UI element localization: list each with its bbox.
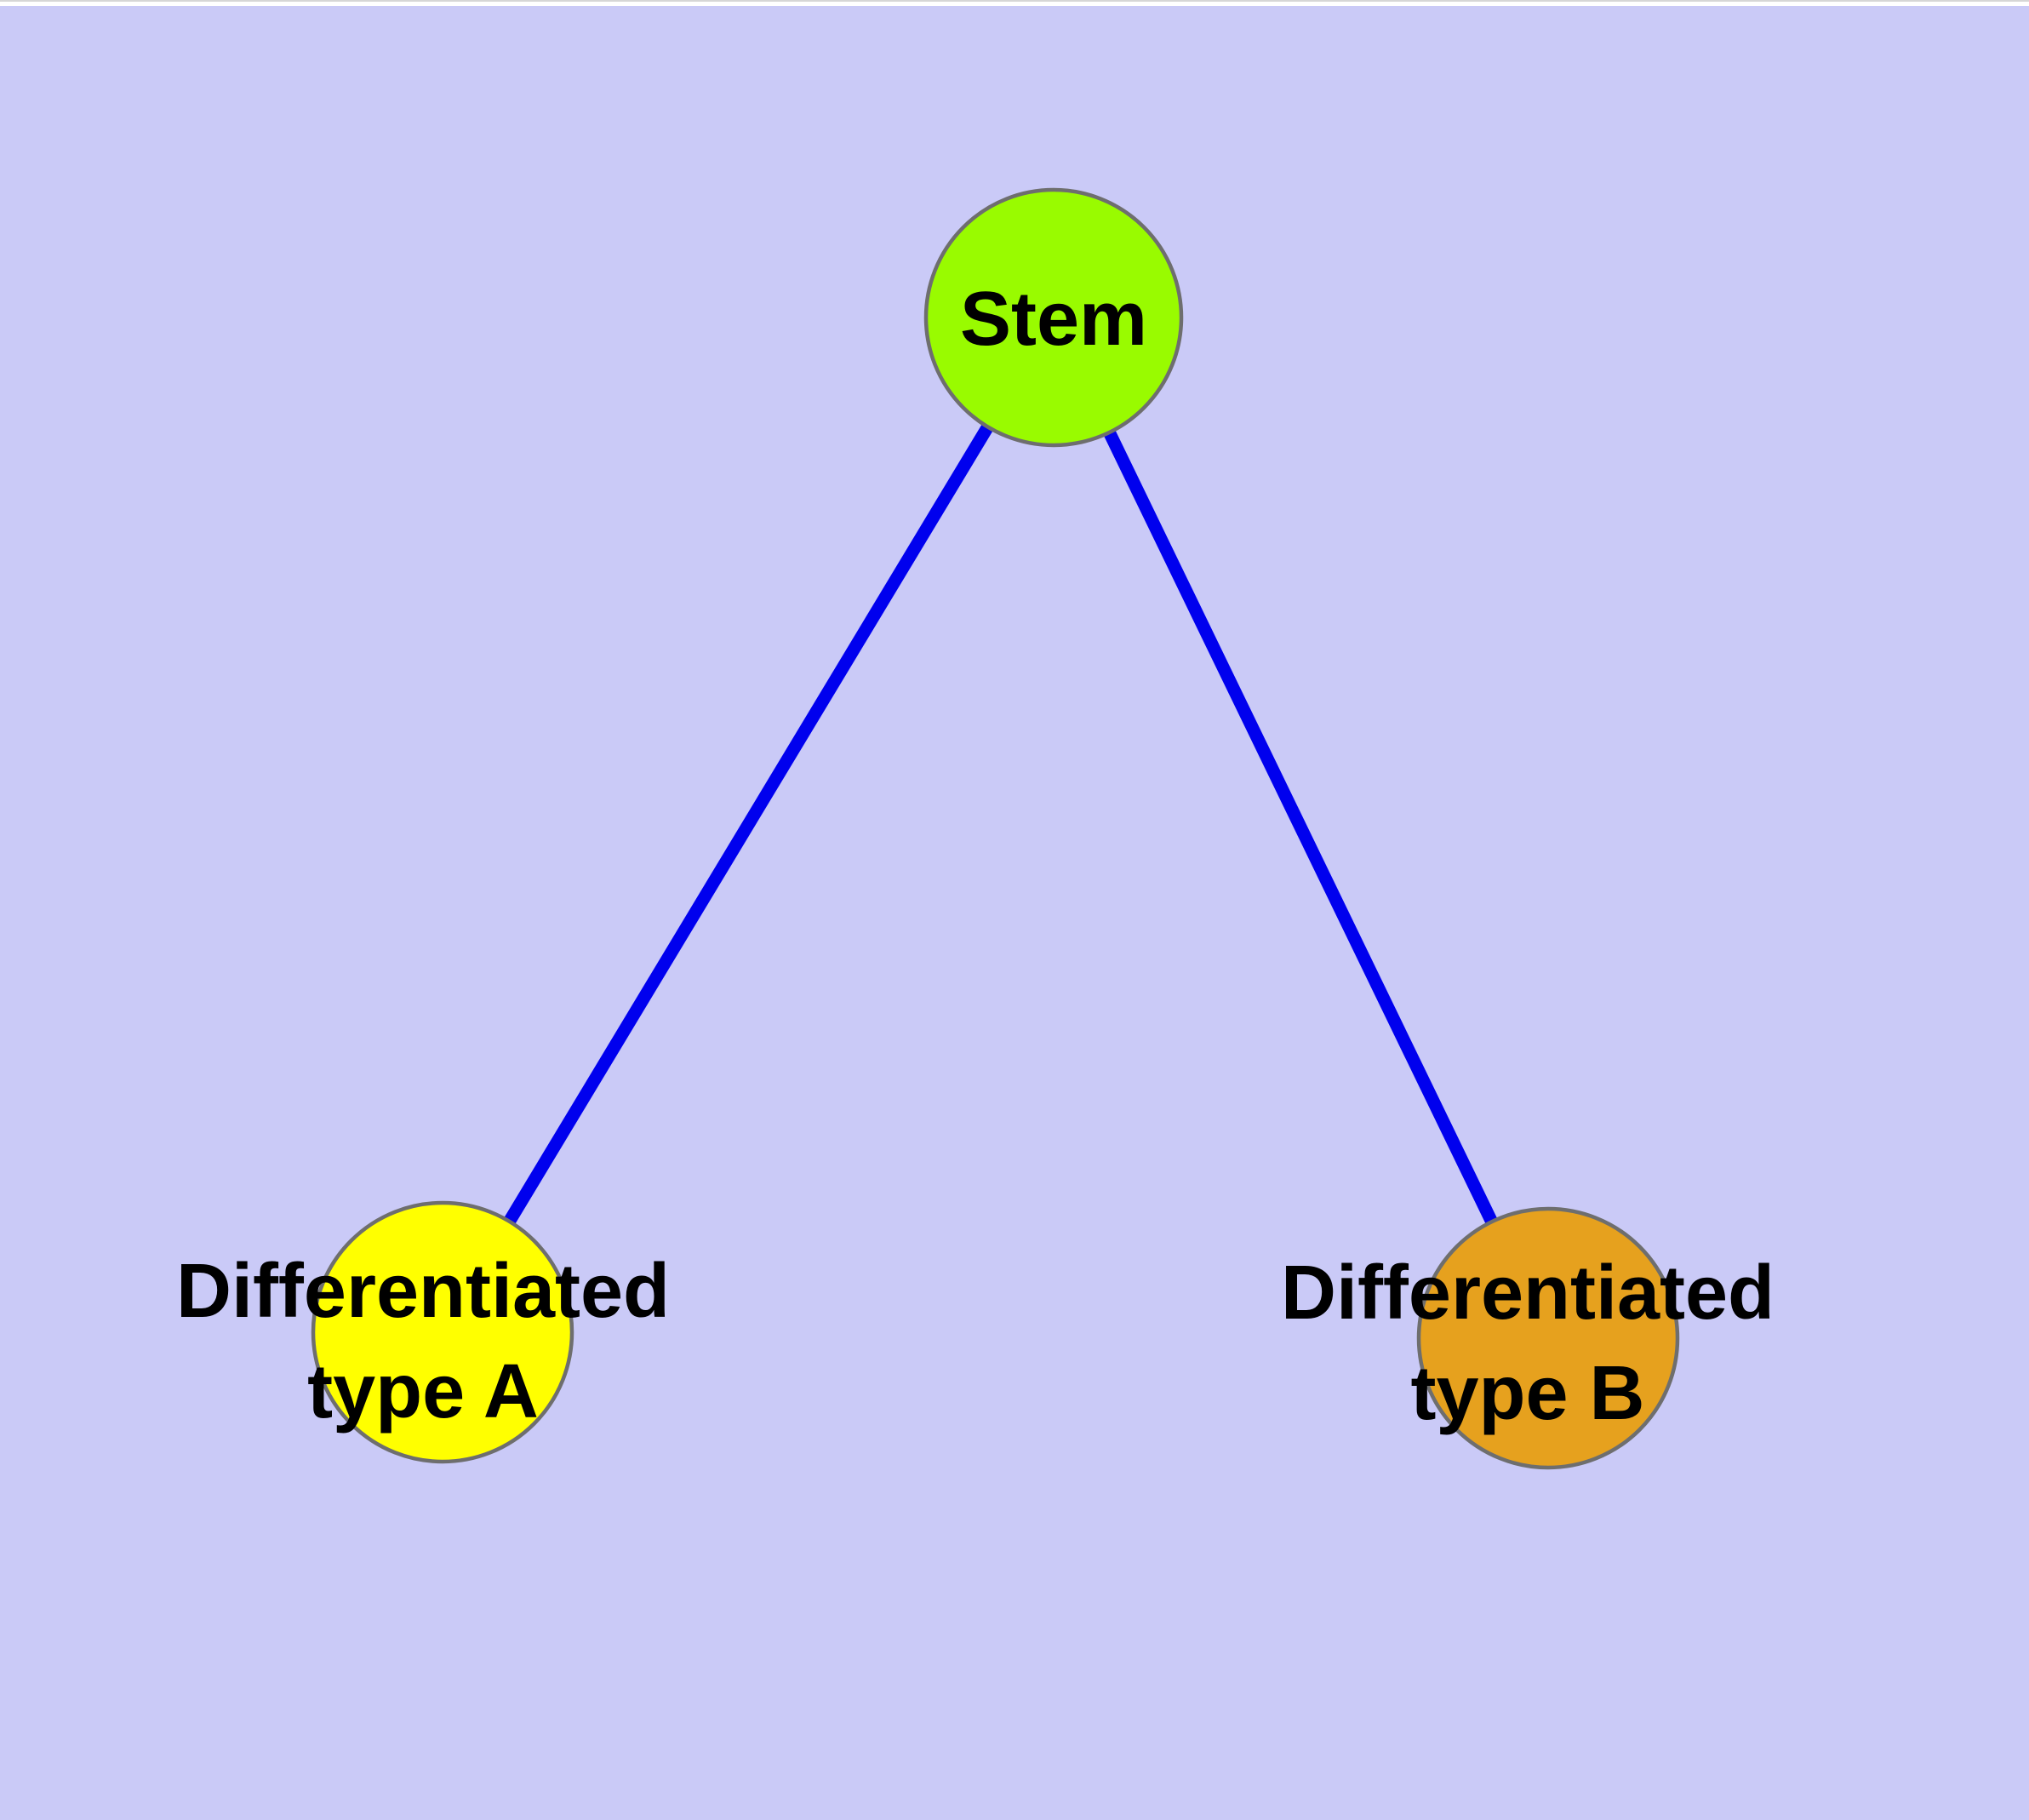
edge-stem-to-type-b — [1048, 314, 1554, 1342]
top-frame-strip — [0, 2, 2029, 6]
node-stem-label: Stem — [960, 277, 1147, 362]
edge-stem-to-type-a — [437, 314, 1060, 1336]
node-type-b-label-line2: type B — [1410, 1351, 1644, 1436]
node-stem-circle — [923, 187, 1184, 448]
node-type-b-circle — [1416, 1206, 1680, 1470]
node-type-a-label-line2: type A — [307, 1349, 539, 1434]
top-frame-line — [0, 0, 2029, 2]
node-type-a-circle — [311, 1200, 574, 1464]
node-type-a-label-line1: Differentiated — [176, 1249, 670, 1334]
node-type-b-label-line1: Differentiated — [1281, 1251, 1775, 1336]
